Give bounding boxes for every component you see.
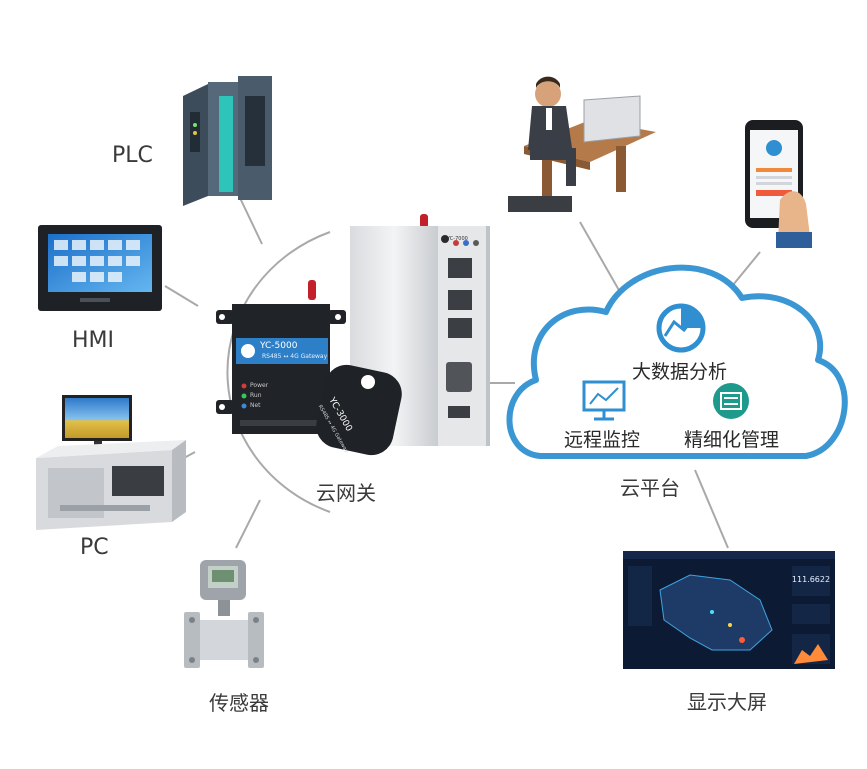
gateway-label: 云网关 [316, 481, 376, 505]
hmi-device-image [38, 225, 162, 311]
big-data-icon [656, 303, 706, 353]
plc-label: PLC [112, 143, 153, 168]
led-power-text: Power [250, 382, 269, 389]
yc5000-model-text: YC-5000 [260, 341, 298, 351]
fine-management-icon [713, 383, 749, 419]
left-connector-arc [226, 231, 331, 513]
pc-device-image [36, 395, 186, 530]
remote-monitor-label: 远程监控 [564, 429, 641, 451]
gateway-puck-device [316, 364, 402, 456]
pc-label: PC [80, 535, 109, 560]
office-worker-image [508, 76, 656, 212]
led-run-text: Run [250, 392, 262, 399]
fine-management-label: 精细化管理 [684, 429, 780, 451]
connector-lines [161, 197, 761, 549]
sensor-device-image [184, 560, 264, 668]
yc7000-model-text: YC-7000 [447, 236, 468, 242]
plc-device-image [183, 76, 272, 206]
yc5000-subtitle-text: RS485 ↔ 4G Gateway [262, 353, 328, 360]
led-net-text: Net [250, 402, 261, 409]
display-wall-label: 显示大屏 [687, 690, 767, 714]
smartphone-image [745, 120, 812, 248]
hmi-label: HMI [72, 328, 115, 353]
cloud-platform-label: 云平台 [620, 476, 680, 500]
remote-monitor-icon [582, 380, 626, 421]
sensor-label: 传感器 [209, 691, 269, 715]
display-wall-image: 111.6622 [623, 551, 835, 669]
big-data-label: 大数据分析 [632, 361, 728, 383]
dashboard-number: 111.6622 [792, 575, 830, 584]
